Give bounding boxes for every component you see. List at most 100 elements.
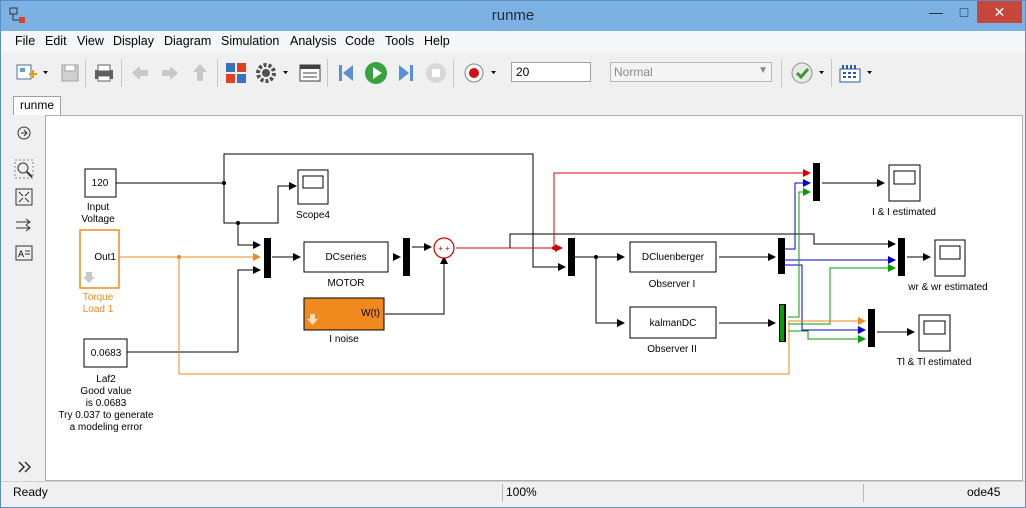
close-button[interactable]: ✕ xyxy=(977,1,1022,23)
separator xyxy=(453,59,454,87)
menu-simulation[interactable]: Simulation xyxy=(221,34,280,48)
status-divider xyxy=(863,484,864,502)
signal-arrows-icon[interactable] xyxy=(14,215,34,235)
input-voltage-block[interactable]: 120 xyxy=(84,168,117,198)
motor-text: DCseries xyxy=(325,252,366,263)
menu-tools[interactable]: Tools xyxy=(385,34,415,48)
signal-lines-black xyxy=(115,153,931,353)
noise-text: W(t) xyxy=(361,308,380,319)
observer1-label: Observer I xyxy=(649,279,696,290)
settings-dropdown-icon[interactable] xyxy=(277,60,303,86)
back-icon[interactable] xyxy=(127,60,153,86)
torque-load-port: Out1 xyxy=(94,252,116,263)
observer1-block[interactable]: DCluenberger xyxy=(629,241,717,273)
scope-speed-label: wr & wr estimated xyxy=(907,282,987,293)
mux-torque[interactable] xyxy=(868,309,875,347)
signal-lines-green xyxy=(788,188,896,343)
mux-speed[interactable] xyxy=(898,238,905,276)
laf2-label-3: is 0.0683 xyxy=(86,398,127,409)
stop-time-input[interactable]: 20 xyxy=(511,62,591,82)
print-icon[interactable] xyxy=(91,60,117,86)
model-advisor-icon[interactable] xyxy=(789,60,815,86)
mux-current[interactable] xyxy=(813,163,820,201)
zoom-level: 100% xyxy=(506,485,537,499)
torque-load-block[interactable]: Out1 xyxy=(79,229,120,289)
laf2-label-5: a modeling error xyxy=(70,422,143,433)
separator xyxy=(781,59,782,87)
menu-help[interactable]: Help xyxy=(424,34,450,48)
new-model-icon[interactable] xyxy=(13,60,39,86)
tab-runme[interactable]: runme xyxy=(13,96,61,115)
status-text: Ready xyxy=(13,485,48,499)
noise-block[interactable]: W(t) xyxy=(303,297,385,331)
up-icon[interactable] xyxy=(187,60,213,86)
library-browser-icon[interactable] xyxy=(223,60,249,86)
scope-torque-block[interactable] xyxy=(918,314,951,352)
motor-block[interactable]: DCseries xyxy=(303,241,389,273)
settings-gear-icon[interactable] xyxy=(253,60,279,86)
input-voltage-value: 120 xyxy=(92,178,109,189)
scope-speed-block[interactable] xyxy=(934,239,966,277)
signal-line-red xyxy=(456,169,811,252)
record-icon[interactable] xyxy=(461,60,487,86)
model-tab-strip: runme xyxy=(1,93,1025,115)
step-back-icon[interactable] xyxy=(333,60,359,86)
stop-icon[interactable] xyxy=(423,60,449,86)
hide-browser-icon[interactable] xyxy=(14,123,34,143)
laf2-value: 0.0683 xyxy=(91,348,122,359)
maximize-button[interactable]: □ xyxy=(959,4,969,20)
minimize-button[interactable]: — xyxy=(929,4,943,20)
demux-observer-2-highlight xyxy=(780,305,784,341)
down-arrow-icon xyxy=(307,314,318,325)
scope4-label: Scope4 xyxy=(296,210,330,221)
step-forward-icon[interactable] xyxy=(393,60,419,86)
zoom-in-icon[interactable] xyxy=(14,159,34,179)
model-canvas[interactable]: 120 Input Voltage Out1 Torque Load 1 0.0… xyxy=(45,115,1023,481)
run-icon[interactable] xyxy=(363,60,389,86)
simulation-mode-select[interactable]: Normal▼ xyxy=(610,62,772,82)
menu-view[interactable]: View xyxy=(77,34,104,48)
sum-block[interactable]: + + xyxy=(433,237,455,259)
title-bar[interactable]: runme — □ ✕ xyxy=(1,1,1025,31)
scope4-block[interactable] xyxy=(297,169,329,205)
advisor-dropdown-icon[interactable] xyxy=(813,60,839,86)
record-dropdown-icon[interactable] xyxy=(485,60,511,86)
scope-current-label: I & I estimated xyxy=(872,207,936,218)
new-model-dropdown-icon[interactable] xyxy=(37,60,63,86)
torque-load-label-1: Torque xyxy=(83,292,114,303)
menu-diagram[interactable]: Diagram xyxy=(164,34,212,48)
build-icon[interactable] xyxy=(837,60,863,86)
mux-observer-input[interactable] xyxy=(568,238,575,276)
toolbar: 20 Normal▼ xyxy=(1,53,1025,94)
build-dropdown-icon[interactable] xyxy=(861,60,887,86)
separator xyxy=(85,59,86,87)
model-explorer-icon[interactable] xyxy=(297,60,323,86)
demux-motor-output[interactable] xyxy=(403,238,410,276)
forward-icon[interactable] xyxy=(157,60,183,86)
window-title: runme xyxy=(491,7,535,24)
save-icon[interactable] xyxy=(57,60,83,86)
menu-edit[interactable]: Edit xyxy=(45,34,67,48)
scope-torque-label: Tl & Tl estimated xyxy=(897,357,972,368)
svg-text:A: A xyxy=(18,249,24,259)
fit-to-view-icon[interactable] xyxy=(14,187,34,207)
separator xyxy=(327,59,328,87)
menu-display[interactable]: Display xyxy=(113,34,154,48)
observer2-block[interactable]: kalmanDC xyxy=(629,306,717,339)
menu-code[interactable]: Code xyxy=(345,34,375,48)
laf2-label-2: Good value xyxy=(80,386,132,397)
tool-palette: A xyxy=(1,115,45,481)
observer1-text: DCluenberger xyxy=(642,252,705,263)
annotation-icon[interactable]: A xyxy=(14,243,34,263)
separator xyxy=(217,59,218,87)
expand-palette-icon[interactable] xyxy=(14,457,34,477)
demux-observer-1[interactable] xyxy=(778,238,785,274)
laf2-block[interactable]: 0.0683 xyxy=(83,338,128,368)
menu-analysis[interactable]: Analysis xyxy=(290,34,337,48)
laf2-label-1: Laf2 xyxy=(96,374,116,385)
menu-file[interactable]: File xyxy=(15,34,36,48)
mux-motor-input[interactable] xyxy=(264,238,271,278)
scope-current-block[interactable] xyxy=(888,164,921,202)
noise-label: I noise xyxy=(329,334,359,345)
